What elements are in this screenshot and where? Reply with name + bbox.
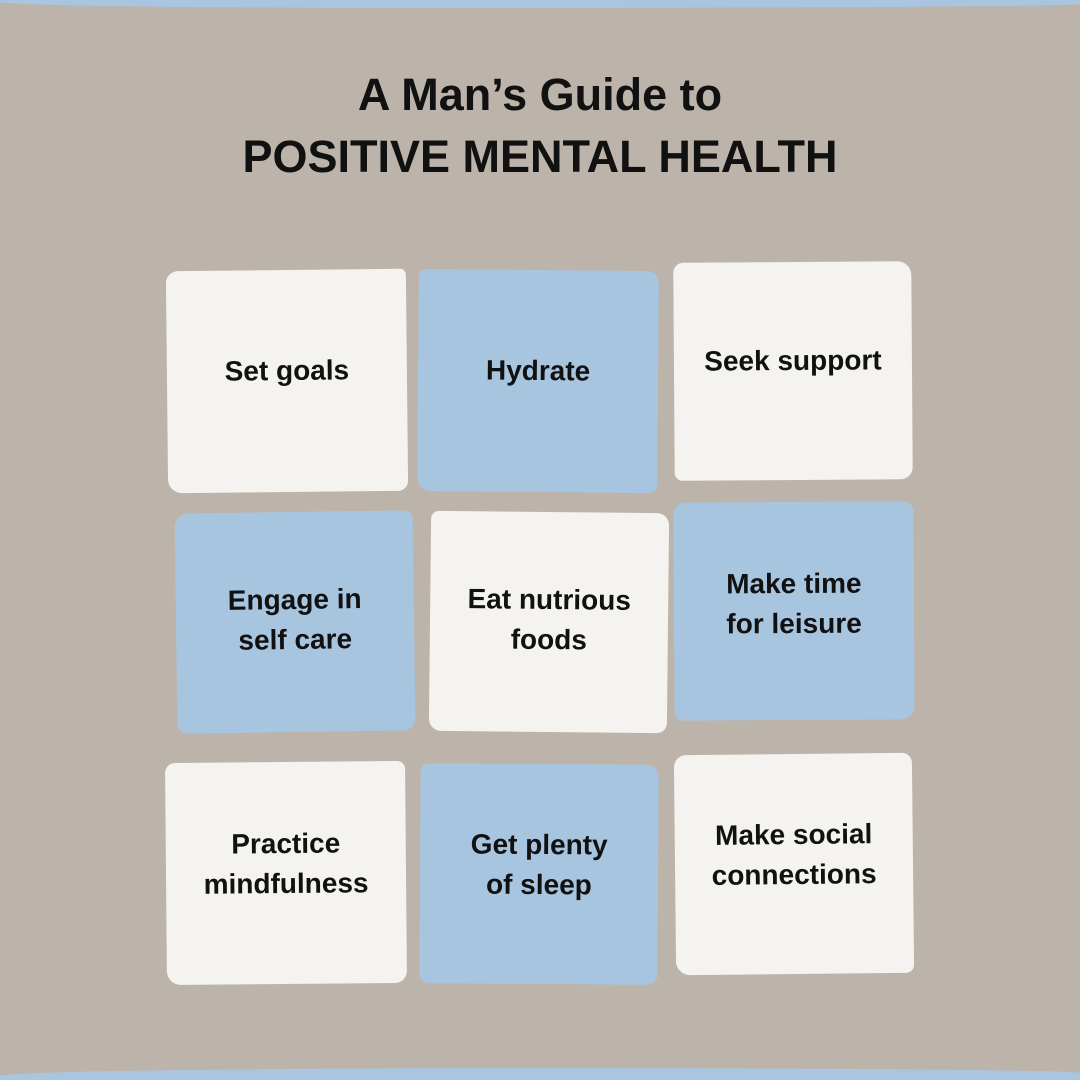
tile-seek-support: Seek support xyxy=(673,261,913,481)
tile-label: Set goals xyxy=(224,354,350,387)
tile-label: Make time for leisure xyxy=(726,567,862,640)
tile-label: Get plenty of sleep xyxy=(470,828,608,901)
tile-eat-nutrious-foods: Eat nutrious foods xyxy=(428,510,670,734)
tile-label: Engage in self care xyxy=(227,583,362,656)
bottom-edge-stripe xyxy=(0,1068,1080,1080)
tile-label: Make social connections xyxy=(711,818,877,891)
tile-engage-in-self-care: Engage in self care xyxy=(174,510,416,734)
tile-make-time-for-leisure: Make time for leisure xyxy=(673,501,915,721)
tile-label: Eat nutrious foods xyxy=(467,583,632,656)
tile-practice-mindfulness: Practice mindfulness xyxy=(165,760,407,986)
tile-set-goals: Set goals xyxy=(165,268,409,494)
top-edge-stripe xyxy=(0,0,1080,8)
page-title: A Man’s Guide to POSITIVE MENTAL HEALTH xyxy=(0,64,1080,188)
title-line-2: POSITIVE MENTAL HEALTH xyxy=(242,131,838,182)
tile-get-plenty-of-sleep: Get plenty of sleep xyxy=(419,763,659,985)
tile-label: Practice mindfulness xyxy=(203,827,369,900)
tile-label: Seek support xyxy=(704,344,882,377)
title-line-1: A Man’s Guide to xyxy=(357,69,723,120)
tile-make-social-connections: Make social connections xyxy=(673,752,915,976)
tile-label: Hydrate xyxy=(485,354,591,387)
tile-hydrate: Hydrate xyxy=(417,268,659,494)
